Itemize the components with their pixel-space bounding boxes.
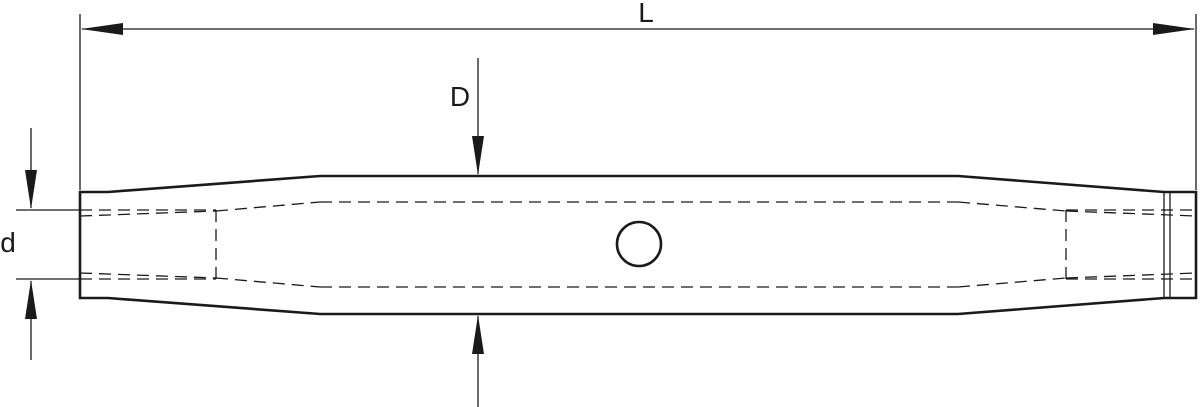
dimension-thread-diameter: d xyxy=(0,128,80,360)
cross-hole xyxy=(615,220,663,268)
left-thread-root-bottom xyxy=(79,272,217,279)
body-silhouette xyxy=(78,174,1198,316)
length-label: L xyxy=(638,0,654,28)
thread-diameter-label: d xyxy=(0,227,16,258)
length-arrow-right xyxy=(1153,23,1195,35)
outer-diameter-label: D xyxy=(450,81,470,112)
outer-diameter-arrow-bottom xyxy=(472,315,484,354)
thread-diameter-arrow-top xyxy=(25,170,37,209)
bore-taper-right-bottom xyxy=(957,277,1067,288)
body-outline xyxy=(78,174,1198,316)
outer-diameter-arrow-top xyxy=(472,136,484,175)
right-thread-root-bottom xyxy=(1065,272,1197,279)
bore-taper-left-bottom xyxy=(215,277,321,288)
internal-bore-hidden-lines xyxy=(79,201,1197,288)
left-thread-root-top xyxy=(79,210,217,217)
length-arrow-left xyxy=(81,23,123,35)
bore-taper-right-top xyxy=(957,201,1067,212)
dimension-overall-length: L xyxy=(79,0,1197,190)
thread-diameter-arrow-bottom xyxy=(25,280,37,319)
bore-taper-left-top xyxy=(215,201,321,212)
right-thread-root-top xyxy=(1065,210,1197,217)
dimension-outer-diameter: D xyxy=(450,58,484,407)
